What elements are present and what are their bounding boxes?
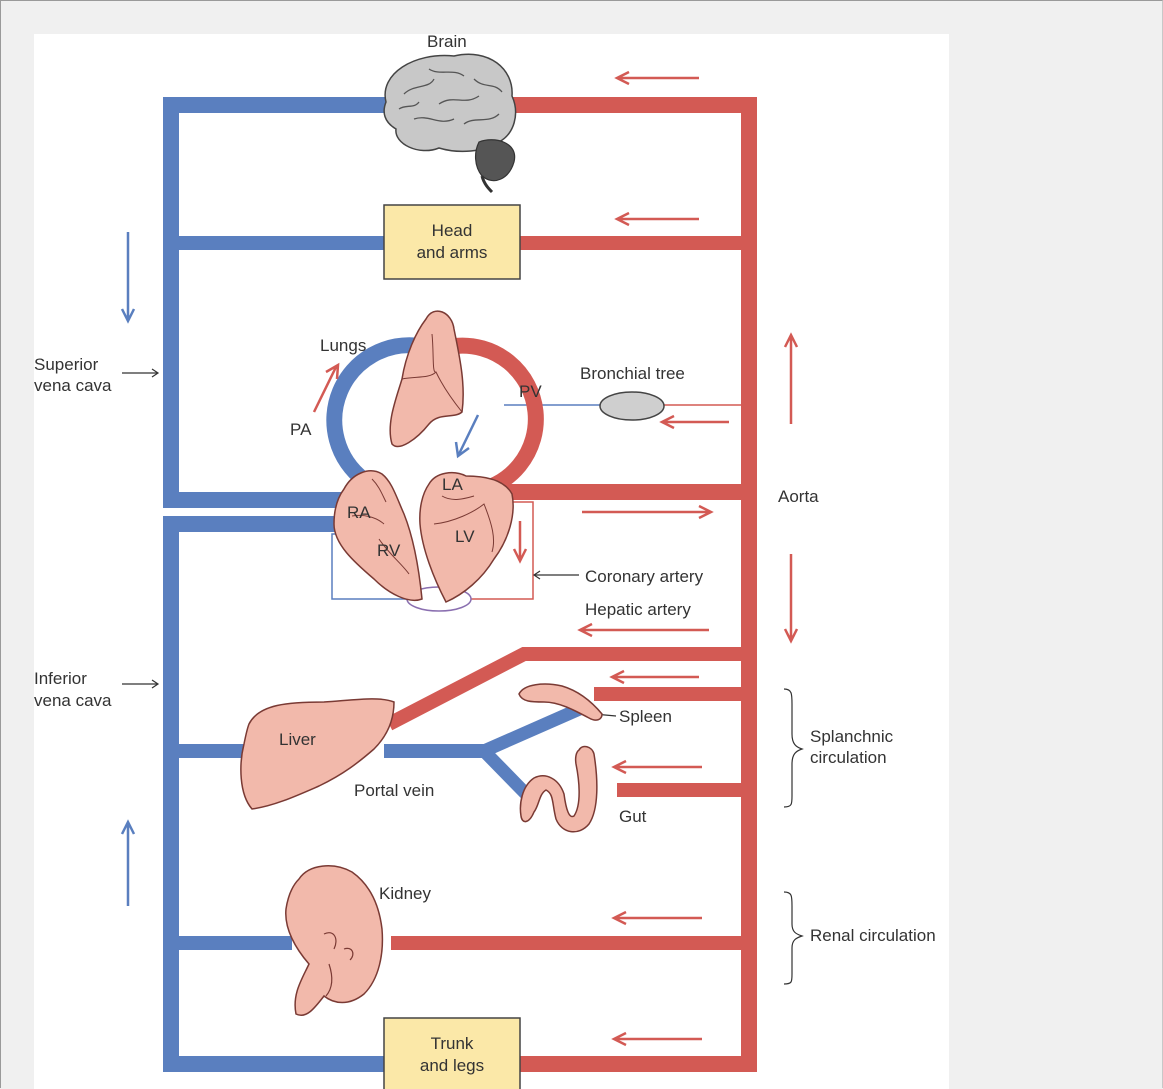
label-pv: PV [519, 382, 542, 401]
arrow-aorta-up [785, 335, 797, 424]
arrow-spleen-left [612, 671, 699, 683]
label-inferior-vc-2: vena cava [34, 691, 112, 710]
head-arms-box [384, 205, 520, 279]
label-aorta: Aorta [778, 487, 819, 506]
arrow-aorta-down [785, 554, 797, 641]
label-coronary-artery: Coronary artery [585, 567, 704, 586]
pointer-ivc [122, 680, 158, 688]
label-head-arms-2: and arms [417, 243, 488, 262]
pointer-coronary [534, 571, 579, 579]
arrow-aorta-right [582, 506, 711, 518]
arrow-pv-down [456, 415, 478, 456]
label-kidney: Kidney [379, 884, 431, 903]
pulmonary-vein-arc [455, 346, 536, 492]
brain-icon [384, 54, 515, 192]
brain-vein [171, 105, 394, 500]
label-inferior-vc-1: Inferior [34, 669, 87, 688]
label-rv: RV [377, 541, 401, 560]
arrow-ivc-up [122, 822, 134, 906]
label-superior-vc-2: vena cava [34, 376, 112, 395]
circulation-diagram: Brain Head and arms Lungs PA PV Bronchia… [34, 34, 949, 1089]
label-trunk-legs-2: and legs [420, 1056, 484, 1075]
label-splanchnic-2: circulation [810, 748, 887, 767]
gut-icon [520, 747, 596, 832]
label-splanchnic-1: Splanchnic [810, 727, 894, 746]
kidney-icon [286, 866, 383, 1015]
bronchial-tree-icon [600, 392, 664, 420]
mesenteric-vein [484, 751, 526, 794]
label-head-arms-1: Head [432, 221, 473, 240]
arrow-bronchial-left [662, 416, 729, 428]
label-lv: LV [455, 527, 475, 546]
label-portal-vein: Portal vein [354, 781, 434, 800]
label-liver: Liver [279, 730, 316, 749]
lungs-icon [390, 311, 463, 446]
label-pa: PA [290, 420, 312, 439]
label-ra: RA [347, 503, 371, 522]
label-la: LA [442, 475, 463, 494]
arrow-head-arms-left [617, 213, 699, 225]
label-gut: Gut [619, 807, 647, 826]
label-trunk-legs-1: Trunk [431, 1034, 474, 1053]
splanchnic-brace [784, 689, 802, 807]
label-lungs: Lungs [320, 336, 366, 355]
splenic-vein [484, 707, 584, 751]
right-heart-icon [334, 471, 422, 600]
arrow-svc-down [122, 232, 134, 321]
diagram-panel: Brain Head and arms Lungs PA PV Bronchia… [34, 34, 949, 1089]
arrow-lv-down [514, 521, 526, 561]
label-spleen: Spleen [619, 707, 672, 726]
label-hepatic-artery: Hepatic artery [585, 600, 691, 619]
arrow-hepatic-left [580, 624, 709, 636]
arrow-trunk-left [614, 1033, 702, 1045]
arrow-brain-left [617, 72, 699, 84]
pointer-svc [122, 369, 158, 377]
label-brain: Brain [427, 34, 467, 51]
label-renal-circulation: Renal circulation [810, 926, 936, 945]
arrow-renal-left [614, 912, 702, 924]
trunk-legs-box [384, 1018, 520, 1089]
label-bronchial-tree: Bronchial tree [580, 364, 685, 383]
renal-brace [784, 892, 802, 984]
arrow-gut-left [614, 761, 702, 773]
label-superior-vc-1: Superior [34, 355, 99, 374]
